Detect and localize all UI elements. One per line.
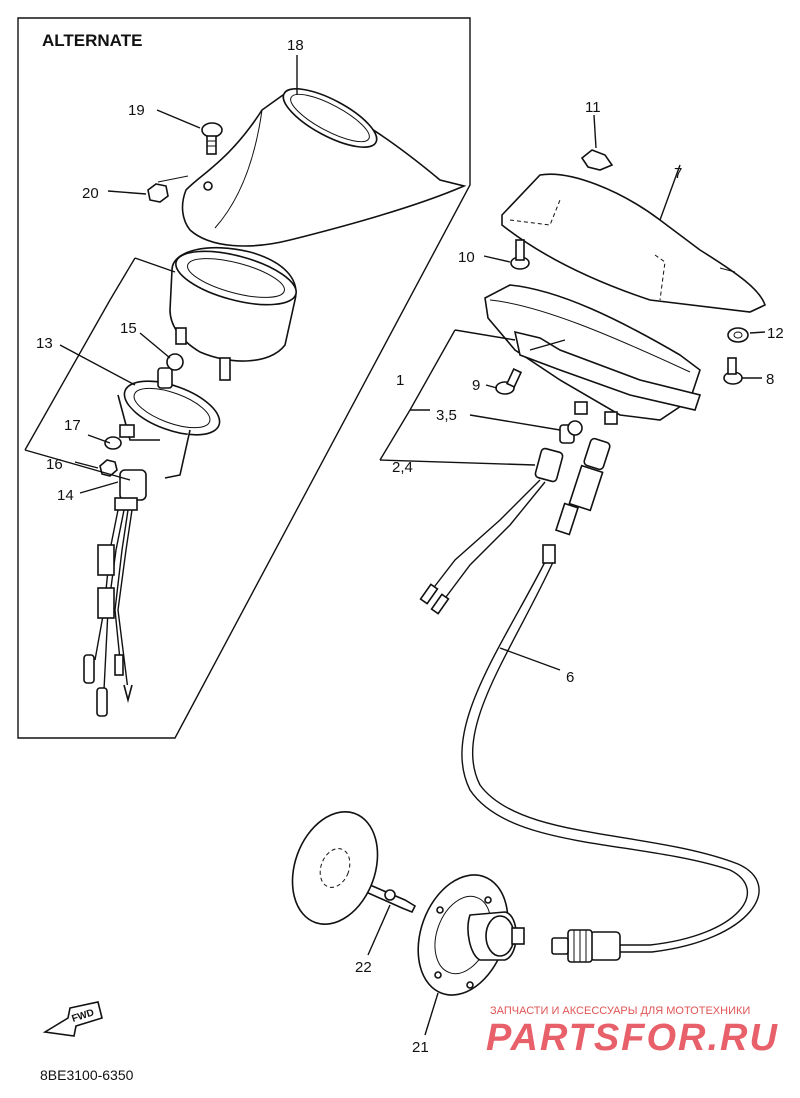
label-10: 10 — [458, 249, 475, 266]
bulb-socket-14 — [114, 469, 147, 511]
watermark-brand: PARTSFOR.RU — [486, 1017, 779, 1059]
label-19: 19 — [128, 102, 145, 119]
alternate-meter — [169, 246, 297, 381]
label-3-5: 3,5 — [436, 407, 457, 424]
grommet-12 — [727, 327, 749, 343]
label-1: 1 — [396, 372, 404, 389]
label-16: 16 — [46, 456, 63, 473]
drive-shaft-22 — [364, 883, 417, 914]
label-22: 22 — [355, 959, 372, 976]
meter-cover-7 — [501, 173, 766, 313]
bulb-15 — [157, 353, 184, 389]
gear-unit-21 — [417, 874, 525, 996]
speedometer-cable-6 — [461, 544, 760, 953]
meter-assembly-1 — [484, 284, 702, 425]
fwd-arrow-icon: FWD — [42, 1001, 103, 1037]
label-12: 12 — [767, 325, 784, 342]
cable-end-fitting — [551, 929, 621, 963]
wire-harness-14 — [83, 509, 133, 717]
cable-connector — [555, 437, 611, 536]
label-2-4: 2,4 — [392, 459, 413, 476]
label-17: 17 — [64, 417, 81, 434]
diagram-code: 8BE3100-6350 — [40, 1067, 134, 1083]
label-9: 9 — [472, 377, 480, 394]
label-11: 11 — [585, 99, 601, 116]
nut-17 — [104, 436, 122, 450]
alternate-panel-border — [17, 17, 471, 739]
label-8: 8 — [766, 371, 774, 388]
label-21: 21 — [412, 1039, 429, 1056]
label-15: 15 — [120, 320, 137, 337]
visor-housing-18 — [181, 88, 467, 247]
label-20: 20 — [82, 185, 99, 202]
screw-9 — [495, 367, 523, 395]
alternate-panel-title: ALTERNATE — [42, 31, 142, 50]
watermark-caption: ЗАПЧАСТИ И АКСЕССУАРЫ ДЛЯ МОТОТЕХНИКИ — [490, 1005, 750, 1017]
washer-disc — [291, 811, 379, 925]
screw-10 — [510, 239, 530, 270]
meter-bracket-13 — [117, 380, 221, 479]
screw-8 — [723, 357, 743, 385]
bulb-socket-2-4 — [419, 447, 564, 615]
label-13: 13 — [36, 335, 53, 352]
bulb-3-5 — [559, 420, 583, 444]
label-14: 14 — [57, 487, 74, 504]
nut-20 — [147, 175, 189, 203]
label-18: 18 — [287, 37, 304, 54]
label-7: 7 — [674, 165, 682, 182]
grommet-11 — [580, 149, 614, 171]
label-6: 6 — [566, 669, 574, 686]
screw-19 — [201, 122, 223, 155]
